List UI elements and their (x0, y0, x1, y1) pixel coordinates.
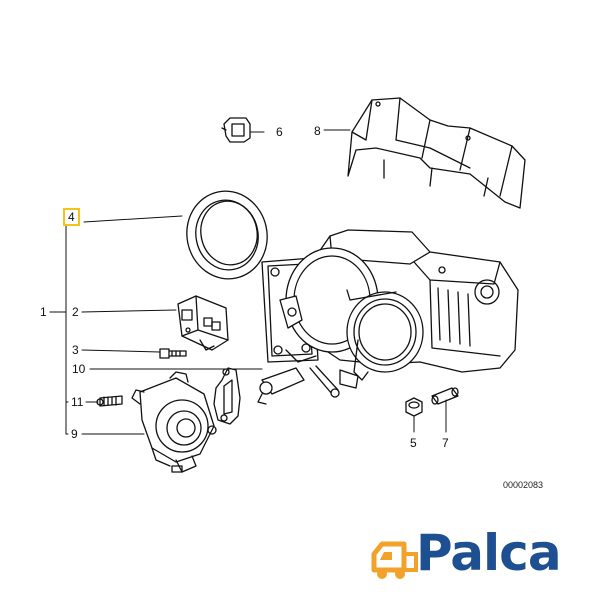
palca-logo[interactable]: Palca (370, 524, 590, 586)
part-3-screw (159, 348, 187, 359)
logo-text: Palca (416, 524, 562, 582)
part-9-tps (131, 371, 217, 473)
van-icon (371, 541, 418, 579)
part-11-stud (96, 395, 123, 407)
callout-6[interactable]: 6 (276, 125, 283, 139)
part-2-sensor (177, 295, 229, 351)
callout-5[interactable]: 5 (410, 436, 417, 450)
throttle-body (257, 229, 519, 405)
callout-7[interactable]: 7 (442, 436, 449, 450)
part-4-ring (186, 190, 268, 280)
callout-3[interactable]: 3 (72, 343, 79, 357)
part-6-clip (221, 117, 251, 143)
part-5-nut (405, 397, 423, 417)
diagram-reference-number: 00002083 (503, 480, 544, 490)
callout-9[interactable]: 9 (71, 427, 78, 441)
callout-2[interactable]: 2 (72, 305, 79, 319)
leader-lines (49, 129, 447, 435)
part-7-sleeve (431, 387, 459, 405)
callout-11[interactable]: 11 (71, 395, 84, 409)
callout-10[interactable]: 10 (72, 362, 86, 376)
callout-4[interactable]: 4 (63, 208, 80, 226)
part-10-gasket (213, 367, 241, 425)
callout-1[interactable]: 1 (40, 305, 47, 319)
callout-8[interactable]: 8 (314, 124, 321, 138)
part-8-cover (347, 97, 526, 209)
